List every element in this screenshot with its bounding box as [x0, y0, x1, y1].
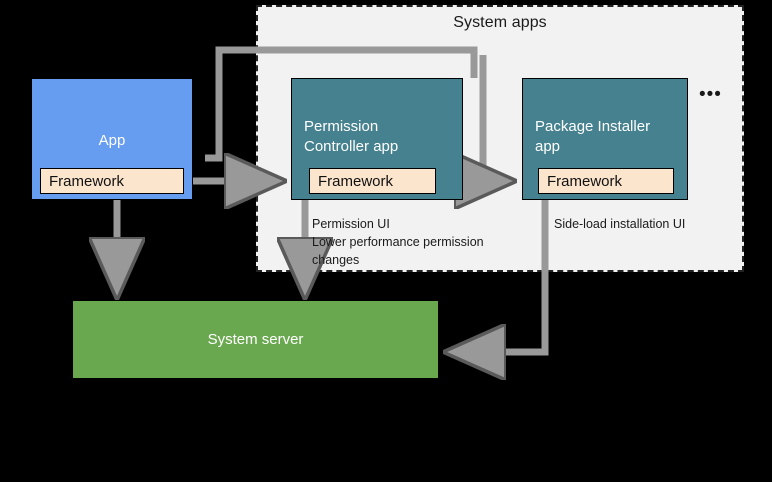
node-package-installer-framework[interactable]: Framework [538, 168, 674, 194]
ellipsis-icon: ••• [699, 84, 722, 105]
node-package-installer-app-label: Package Installer app [535, 118, 651, 155]
node-system-server-label: System server [207, 331, 304, 348]
node-app-label: App [98, 132, 126, 149]
node-permission-controller-app-label: Permission Controller app [304, 118, 399, 155]
caption-package-installer: Side-load installation UI [554, 217, 686, 231]
node-permission-controller-framework[interactable]: Framework [309, 168, 436, 194]
system-apps-title: System apps [453, 14, 547, 31]
node-app-framework[interactable]: Framework [40, 168, 184, 194]
caption-permission-controller: Permission UI Lower performance permissi… [312, 217, 484, 267]
node-system-server[interactable]: System server [73, 301, 438, 378]
